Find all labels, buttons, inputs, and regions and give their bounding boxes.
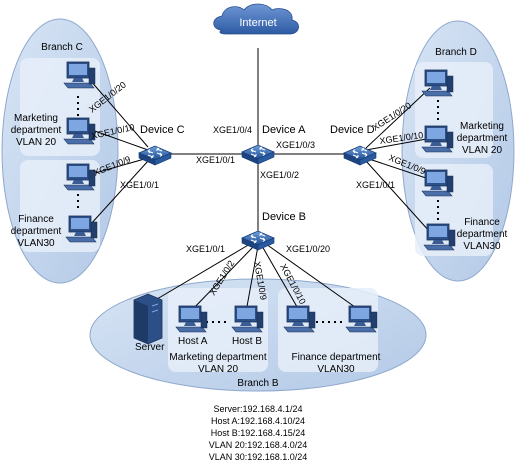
branch-b-label: Branch B <box>237 378 278 389</box>
host-a-label: Host A <box>178 336 208 347</box>
links <box>87 48 433 313</box>
svg-text:Finance: Finance <box>18 214 54 225</box>
server-icon[interactable] <box>133 293 163 345</box>
link-c-fin1 <box>87 157 149 176</box>
port-label: XGE1/0/1 <box>120 180 159 190</box>
svg-text:Finance department: Finance department <box>292 352 381 363</box>
switch-icon[interactable] <box>241 144 275 165</box>
d-finance-label: Finance department VLAN30 <box>457 217 508 252</box>
link-b-hosta <box>189 245 255 313</box>
link-d-mkt2 <box>365 137 433 151</box>
link-b-server <box>151 243 251 303</box>
branch-c-label: Branch C <box>41 42 83 53</box>
address-line: VLAN 30:192.168.1.0/24 <box>209 452 308 462</box>
address-line: Host A:192.168.4.10/24 <box>211 416 305 426</box>
port-label: XGE1/0/1 <box>356 180 395 190</box>
svg-text:VLAN30: VLAN30 <box>317 364 355 375</box>
link-b-hostb <box>245 245 259 313</box>
d-marketing-label: Marketing department VLAN 20 <box>457 121 508 156</box>
port-label: XGE1/0/3 <box>276 140 315 150</box>
link-c-mkt2 <box>91 129 149 151</box>
device-a-label: Device A <box>262 124 306 136</box>
svg-text:Finance: Finance <box>464 217 500 228</box>
address-line: Server:192.168.4.1/24 <box>213 404 302 414</box>
svg-text:VLAN30: VLAN30 <box>463 241 501 252</box>
svg-text:VLAN 20: VLAN 20 <box>462 145 502 156</box>
svg-text:VLAN 20: VLAN 20 <box>198 364 238 375</box>
svg-text:Marketing: Marketing <box>460 121 504 132</box>
c-marketing-label: Marketing department VLAN 20 <box>11 113 62 148</box>
port-label: XGE1/0/20 <box>286 244 330 254</box>
svg-text:VLAN30: VLAN30 <box>17 238 55 249</box>
device-b-label: Device B <box>262 211 306 223</box>
pc-dots <box>77 96 439 323</box>
port-label: XGE1/0/1 <box>196 155 235 165</box>
port-label: XGE1/0/1 <box>186 244 225 254</box>
internet-label: Internet <box>239 17 276 29</box>
svg-text:VLAN 20: VLAN 20 <box>16 137 56 148</box>
link-c-fin2 <box>89 160 149 226</box>
svg-text:department: department <box>11 226 62 237</box>
switch-icon[interactable] <box>241 230 275 251</box>
device-d-label: Device D <box>330 124 375 136</box>
link-d-fin2 <box>365 160 431 233</box>
server-label: Server <box>135 342 165 353</box>
address-list: Server:192.168.4.1/24 Host A:192.168.4.1… <box>209 404 308 462</box>
link-d-fin1 <box>365 157 433 181</box>
svg-text:Marketing: Marketing <box>14 113 58 124</box>
host-b-label: Host B <box>232 336 262 347</box>
svg-text:Marketing department: Marketing department <box>169 352 266 363</box>
b-finance-label: Finance department VLAN30 <box>292 352 381 375</box>
svg-text:department: department <box>457 229 508 240</box>
address-line: VLAN 20:192.168.4.0/24 <box>209 440 308 450</box>
link-d-mkt1 <box>365 87 431 149</box>
device-c-label: Device C <box>140 124 185 136</box>
link-b-fin1 <box>261 245 301 313</box>
c-finance-label: Finance department VLAN30 <box>11 214 62 249</box>
link-c-mkt1 <box>89 79 149 148</box>
svg-text:department: department <box>11 125 62 136</box>
link-b-fin2 <box>265 243 363 313</box>
cloud-icon <box>213 3 299 35</box>
branch-d-label: Branch D <box>435 47 477 58</box>
address-line: Host B:192.168.4.15/24 <box>211 428 306 438</box>
port-label: XGE1/0/4 <box>213 125 252 135</box>
svg-text:department: department <box>457 133 508 144</box>
port-label: XGE1/0/2 <box>260 170 299 180</box>
b-marketing-label: Marketing department VLAN 20 <box>169 352 266 375</box>
